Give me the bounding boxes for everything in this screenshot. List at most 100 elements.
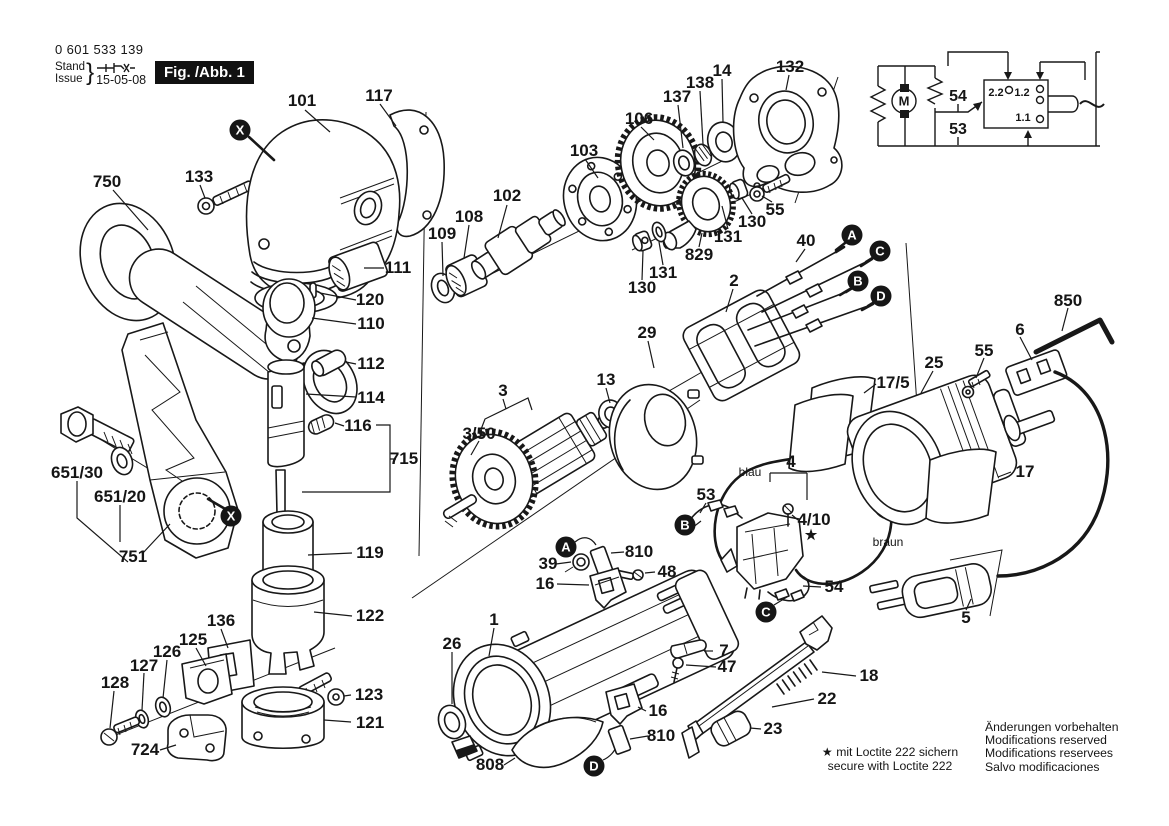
part-114-striker	[267, 359, 305, 468]
part-label-138: 138	[685, 73, 715, 92]
part-4-switch	[720, 503, 804, 600]
part-label-127: 127	[129, 656, 159, 675]
part-label-131: 131	[648, 263, 678, 282]
part-label-23: 23	[763, 719, 783, 738]
part-label-3: 3	[498, 381, 508, 400]
part-22-switch-rod	[681, 615, 833, 759]
part-53-wire	[689, 499, 743, 521]
part-829-bevel-gear	[662, 170, 736, 251]
badge-arrows	[206, 135, 875, 512]
part-label-16: 16	[535, 574, 555, 593]
part-17-sticker	[925, 448, 997, 524]
loctite-note: ★ mit Loctite 222 sichern secure with Lo…	[800, 745, 980, 773]
part-label--: ★	[804, 526, 818, 543]
modifications-note: Änderungen vorbehalten Modifications res…	[985, 720, 1119, 774]
part-label-808: 808	[475, 755, 505, 774]
part-label-17-5: 17/5	[876, 373, 910, 392]
part-label-126: 126	[152, 642, 182, 661]
part-133-screw	[197, 180, 254, 215]
part-808-label-sheet	[511, 716, 604, 769]
document-part-number: 0 601 533 139	[55, 42, 144, 57]
part-label-133: 133	[184, 167, 214, 186]
part-label-108: 108	[454, 207, 484, 226]
part-130-nut-bottom	[631, 230, 653, 252]
part-751-support-arm	[121, 322, 239, 559]
part-label-29: 29	[637, 323, 657, 342]
part-label-braun: braun	[872, 535, 904, 549]
issue-date: 15-05-08	[96, 72, 147, 87]
part-label-18: 18	[859, 666, 879, 685]
part-label-715: 715	[389, 449, 419, 468]
part-label-123: 123	[354, 685, 384, 704]
part-47-screw	[670, 657, 684, 683]
part-label-724: 724	[130, 740, 160, 759]
stand-label: Stand	[55, 61, 86, 73]
part-122-die-holder	[251, 565, 325, 675]
part-label-750: 750	[92, 172, 122, 191]
part-110-eccentric	[262, 278, 316, 377]
part-label-109: 109	[427, 224, 457, 243]
part-label-55: 55	[974, 341, 994, 360]
part-128-screw	[100, 716, 140, 746]
part-26-ring	[437, 704, 478, 759]
circuit-diagram	[869, 51, 1105, 147]
part-125-clamp	[181, 653, 233, 705]
part-label-128: 128	[100, 673, 130, 692]
part-106-gear	[614, 114, 702, 212]
part-label-1.2: 1.2	[1014, 87, 1030, 99]
badge-X: X	[220, 505, 242, 527]
power-cable	[996, 370, 1110, 578]
part-18-spring	[776, 659, 818, 695]
badge-D: D	[583, 755, 605, 777]
part-label-M: M	[898, 93, 910, 109]
badge-X: X	[229, 119, 251, 141]
part-132-bearing-flange	[732, 65, 843, 194]
part-label-117: 117	[365, 86, 393, 105]
part-label-22: 22	[817, 689, 837, 708]
part-label-17: 17	[1015, 462, 1035, 481]
badge-C: C	[869, 240, 891, 262]
part-label-122: 122	[355, 606, 385, 625]
part-137-ring	[672, 149, 696, 177]
part-103-ball-bearing	[562, 156, 638, 242]
footer-line-en: Modifications reserved	[985, 733, 1107, 748]
part-label-53: 53	[949, 121, 967, 138]
part-label-47: 47	[717, 657, 737, 676]
loctite-note-en: secure with Loctite 222	[827, 758, 953, 773]
badge-A: A	[555, 536, 577, 558]
part-112-pin	[311, 349, 347, 377]
part-label-55: 55	[765, 200, 785, 219]
part-label-110: 110	[357, 314, 385, 333]
part-label-48: 48	[657, 562, 677, 581]
part-724-guide-block	[166, 714, 227, 762]
part-label-26: 26	[442, 634, 462, 653]
leader-lines	[76, 74, 1069, 766]
footer-line-fr: Modifications reservees	[985, 746, 1114, 761]
part-850-hex-key	[1033, 317, 1115, 355]
part-label-14: 14	[712, 61, 732, 80]
part-label-136: 136	[206, 611, 236, 630]
part-label-53: 53	[696, 485, 716, 504]
footer-line-es: Salvo modificaciones	[985, 759, 1100, 774]
part-102-spindle	[470, 209, 566, 280]
part-126-washer	[154, 696, 172, 718]
part-label-2.2: 2.2	[988, 87, 1004, 99]
part-label-125: 125	[178, 630, 208, 649]
part-label-4-10: 4/10	[797, 510, 831, 529]
part-label-114: 114	[357, 388, 385, 407]
part-label-54: 54	[949, 88, 967, 105]
part-810-brush-bottom	[607, 724, 632, 755]
part-label-16: 16	[648, 701, 668, 720]
part-16-brush-holder-bottom	[605, 683, 643, 725]
part-23-cap	[710, 710, 752, 747]
part-label-39: 39	[538, 554, 558, 573]
part-label-850: 850	[1053, 291, 1083, 310]
part-label-120: 120	[355, 290, 385, 309]
part-label-751: 751	[118, 547, 148, 566]
part-2-field	[682, 289, 801, 402]
part-116-set-screw	[307, 414, 335, 435]
part-5-power-cord-plug	[869, 563, 992, 619]
part-label-121: 121	[355, 713, 385, 732]
part-7-clip	[670, 639, 707, 659]
drill-icon	[97, 62, 136, 73]
